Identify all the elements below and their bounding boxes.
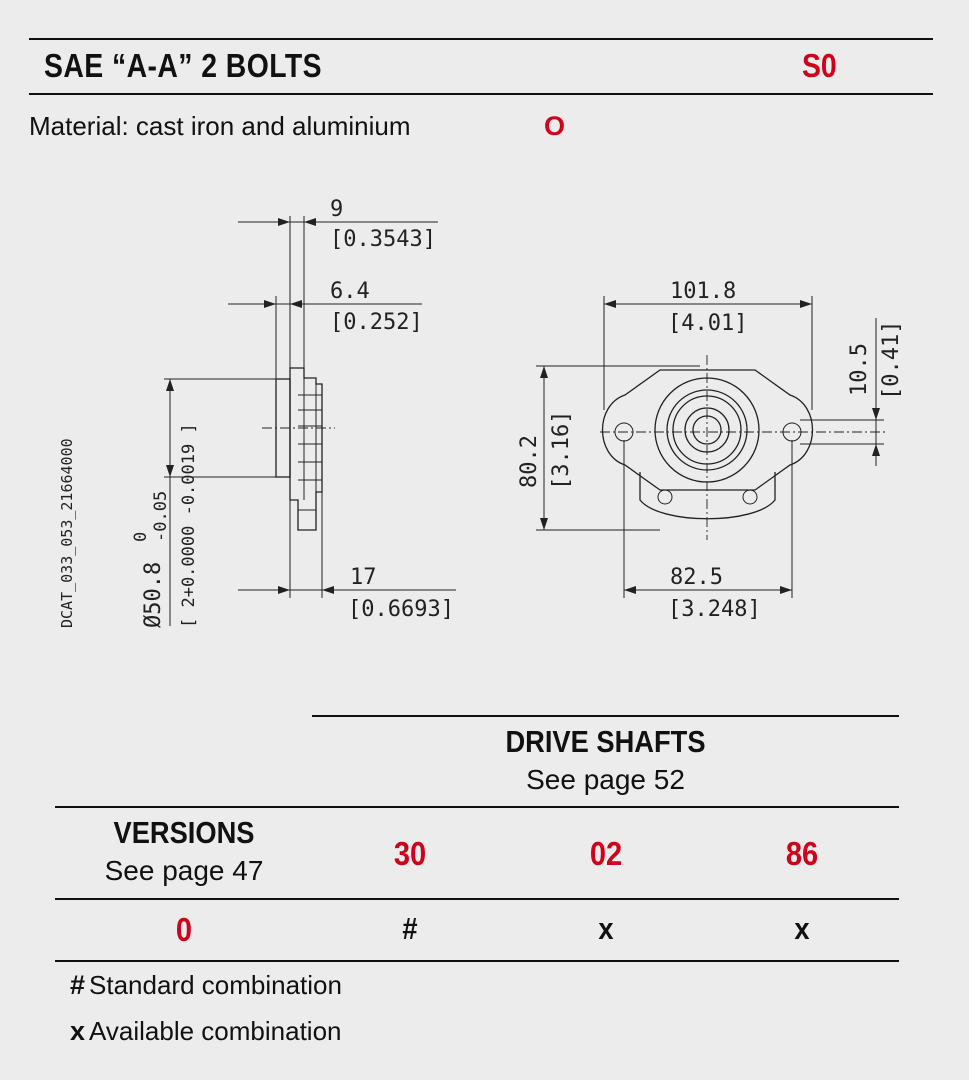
dim-80-2: 80.2 [517,435,542,488]
material-label: Material: cast iron and aluminium [29,111,411,141]
legend-available-symbol: x [70,1016,86,1046]
drawing-id: DCAT_033_053_21664000 [58,438,76,628]
dim-6-4: 6.4 [330,279,370,304]
dim-6-4-inch: [0.252] [330,310,423,335]
combination-cell-86: x [794,911,810,946]
versions-subtitle: See page 47 [104,855,264,886]
pump-body [639,472,776,520]
material-code: O [544,111,566,141]
dim-17: 17 [350,565,377,590]
table-row-rule [55,898,899,900]
dim-82-5: 82.5 [670,565,723,590]
legend-available-text: Available combination [89,1016,342,1046]
dim-82-5-inch: [3.248] [668,597,761,622]
dim-diameter-tol-upper: 0 [131,532,151,542]
front-view: 101.8 [4.01] 80.2 [3.16] 10.5 [0.41] 82.… [517,279,904,622]
drive-shafts-title: DRIVE SHAFTS [505,724,706,759]
top-rule [29,38,933,40]
flange-plate [289,367,323,531]
dim-diameter: Ø50.8 [141,562,166,628]
dim-diameter-inch: [ 2+0.0000 -0.0019 ] [179,423,199,628]
dim-10-5-inch: [0.41] [879,321,904,400]
header-rule [29,93,933,95]
combination-cell-30: # [402,911,418,946]
dim-9-inch: [0.3543] [330,227,436,252]
dim-80-2-inch: [3.16] [549,411,574,490]
table-bottom-rule [55,960,899,962]
versions-title: VERSIONS [113,815,255,850]
dim-diameter-tol-lower: -0.05 [151,491,171,542]
combination-cell-02: x [598,911,614,946]
side-view: DCAT_033_053_21664000 9 [0.3543] 6.4 [0.… [58,197,456,628]
dim-17-inch: [0.6693] [348,597,454,622]
table-top-rule [312,715,899,717]
shaft-column-30: 30 [393,835,427,872]
dim-9: 9 [330,197,343,222]
dim-101-8: 101.8 [670,279,736,304]
dim-101-8-inch: [4.01] [668,311,747,336]
legend-standard-text: Standard combination [89,970,342,1000]
dim-10-5: 10.5 [847,343,872,396]
table-header-rule [55,806,899,808]
shaft-column-02: 02 [589,835,623,872]
legend-standard-symbol: # [70,970,86,1000]
shaft-column-86: 86 [785,835,819,872]
technical-drawing: DCAT_033_053_21664000 9 [0.3543] 6.4 [0.… [58,197,904,628]
drive-shafts-subtitle: See page 52 [526,764,685,795]
page-title: SAE “A-A” 2 BOLTS [44,47,322,84]
flange-code: S0 [802,47,837,84]
legend-standard: #Standard combination [70,970,342,1001]
flange-outline [602,369,813,491]
version-row-label: 0 [175,911,193,948]
